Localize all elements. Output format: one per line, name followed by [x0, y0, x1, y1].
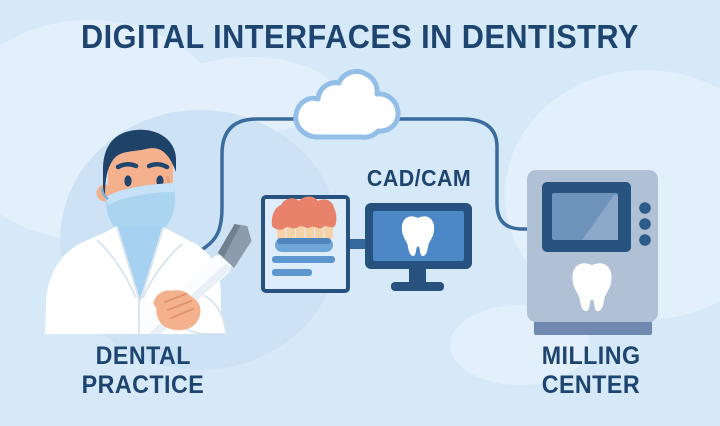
cadcam-label: CAD/CAM	[366, 165, 472, 191]
cad-monitor-icon	[365, 203, 472, 291]
dental-practice-label: DENTAL PRACTICE	[81, 342, 205, 399]
scan-text-bar	[272, 269, 312, 276]
milling-machine-icon	[527, 170, 658, 335]
milling-center-label: MILLING CENTER	[541, 342, 641, 399]
hand	[153, 290, 201, 331]
scan-gums	[271, 196, 337, 230]
page-title: DIGITAL INTERFACES IN DENTISTRY	[81, 18, 639, 55]
connector-line	[190, 117, 532, 258]
document-monitor-link	[344, 239, 370, 249]
scan-text-bar	[272, 256, 335, 263]
machine-buttons	[639, 202, 651, 246]
cloud-icon	[293, 68, 401, 140]
dentist-illustration	[45, 129, 252, 334]
dental-scan-document-icon	[261, 195, 350, 293]
